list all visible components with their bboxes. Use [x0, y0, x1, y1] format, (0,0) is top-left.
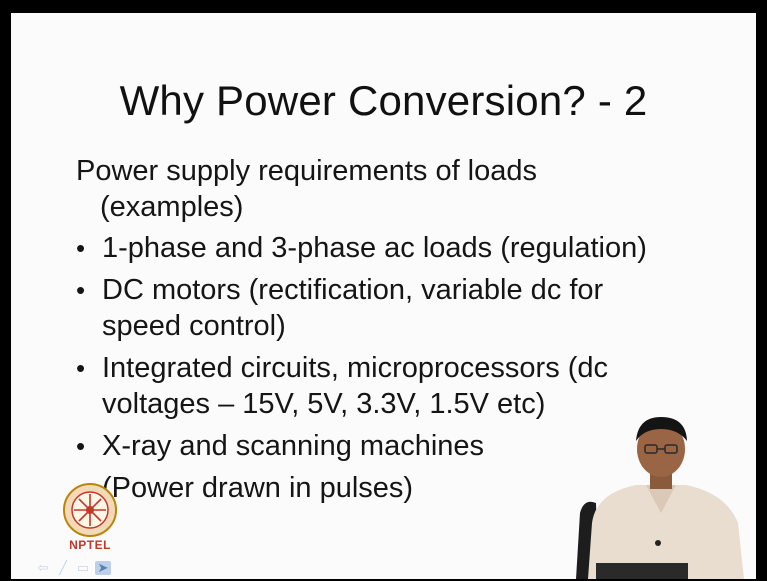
intro-text: Power supply requirements of loads (exam… [76, 153, 736, 225]
intro-line-indented: (examples) [100, 191, 244, 223]
nptel-logo: NPTEL [59, 480, 121, 556]
slide-title: Why Power Conversion? - 2 [119, 77, 648, 124]
bullet-item: X-ray and scanning machines [76, 428, 736, 464]
bullet-text: Integrated circuits, microprocessors (dc [102, 352, 609, 384]
intro-line: Power supply requirements of loads [76, 155, 538, 187]
slide-content: Power supply requirements of loads (exam… [76, 153, 736, 506]
bullet-list: 1-phase and 3-phase ac loads (regulation… [76, 230, 736, 464]
prev-arrow-icon[interactable]: ⇦ [37, 560, 49, 575]
pointer-icon[interactable]: ➤ [95, 560, 111, 575]
bullet-item: 1-phase and 3-phase ac loads (regulation… [76, 230, 736, 266]
bullet-text-cont: speed control) [102, 310, 286, 342]
bullet-text: 1-phase and 3-phase ac loads (regulation… [102, 232, 647, 264]
presenter-image [576, 417, 744, 579]
logo-label: NPTEL [69, 538, 111, 552]
slide-nav-toolbar: ⇦ ╱ ▭ ➤ [35, 559, 111, 577]
slide-frame: Why Power Conversion? - 2 Power supply r… [11, 13, 756, 579]
bullet-text: DC motors (rectification, variable dc fo… [102, 274, 604, 306]
bullet-item: DC motors (rectification, variable dc fo… [76, 272, 736, 344]
bullet-text-cont: voltages – 15V, 5V, 3.3V, 1.5V etc) [102, 388, 546, 420]
menu-icon[interactable]: ▭ [76, 560, 90, 575]
sub-note: (Power drawn in pulses) [102, 472, 414, 504]
bullet-text: X-ray and scanning machines [102, 430, 485, 462]
nptel-emblem-icon [63, 483, 117, 537]
bullet-item: Integrated circuits, microprocessors (dc… [76, 350, 736, 422]
pen-icon[interactable]: ╱ [59, 560, 67, 575]
